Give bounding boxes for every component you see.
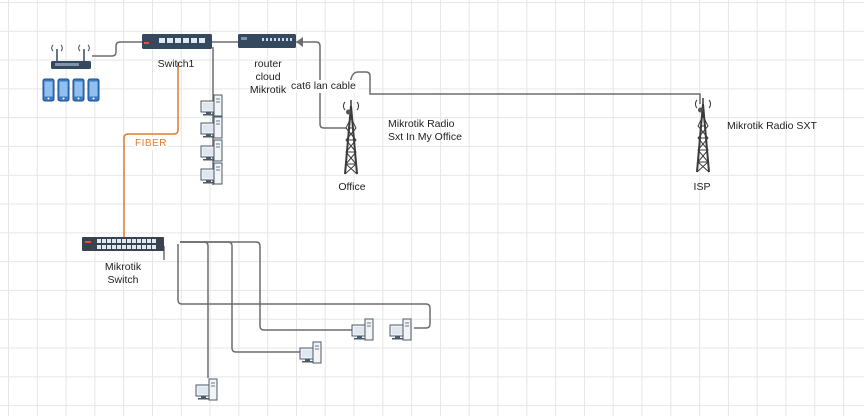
office-radio-label: Mikrotik Radio Sxt In My Office — [388, 118, 462, 143]
desktop-computer-icon[interactable] — [200, 94, 223, 117]
desktop-computer-icon[interactable] — [351, 318, 374, 341]
desktop-computer-icon[interactable] — [299, 341, 322, 364]
arrow-head-icon — [296, 37, 303, 47]
phone-icon — [57, 78, 70, 102]
phone-icon — [87, 78, 100, 102]
poe-switch-icon[interactable] — [82, 237, 164, 251]
wifi-router-icon — [51, 44, 91, 69]
radio-tower-icon[interactable] — [694, 97, 712, 173]
router-icon[interactable] — [238, 34, 296, 48]
mikrotik-switch-label: Mikrotik Switch — [104, 261, 142, 286]
cable-office-to-isp — [347, 71, 701, 104]
fiber-label: FIBER — [134, 137, 168, 150]
cable-mswitch-pc-row3 — [180, 241, 300, 353]
switch1-label: Switch1 — [157, 58, 195, 70]
cable-wifi-to-switch1 — [92, 41, 142, 57]
router-label: router cloud Mikrotik — [249, 58, 287, 96]
phone-icon — [72, 78, 85, 102]
desktop-computer-icon[interactable] — [200, 139, 223, 162]
cable-mswitch-pc-row2 — [180, 241, 352, 331]
phone-icon — [42, 78, 55, 102]
fiber-cable — [123, 62, 179, 238]
isp-radio-label: Mikrotik Radio SXT — [727, 120, 817, 132]
switch1-device[interactable] — [142, 34, 212, 49]
radio-tower-icon[interactable] — [342, 99, 360, 175]
desktop-computer-icon[interactable] — [389, 318, 412, 341]
desktop-computer-icon[interactable] — [195, 378, 218, 401]
isp-label: ISP — [693, 181, 711, 193]
desktop-computer-icon[interactable] — [200, 162, 223, 185]
office-label: Office — [338, 181, 366, 193]
cable-mswitch-pc-row4 — [180, 241, 209, 378]
cat6-cable-label: cat6 lan cable — [289, 80, 358, 93]
desktop-computer-icon[interactable] — [200, 116, 223, 139]
cable-mswitch-pc-row1 — [177, 244, 431, 329]
